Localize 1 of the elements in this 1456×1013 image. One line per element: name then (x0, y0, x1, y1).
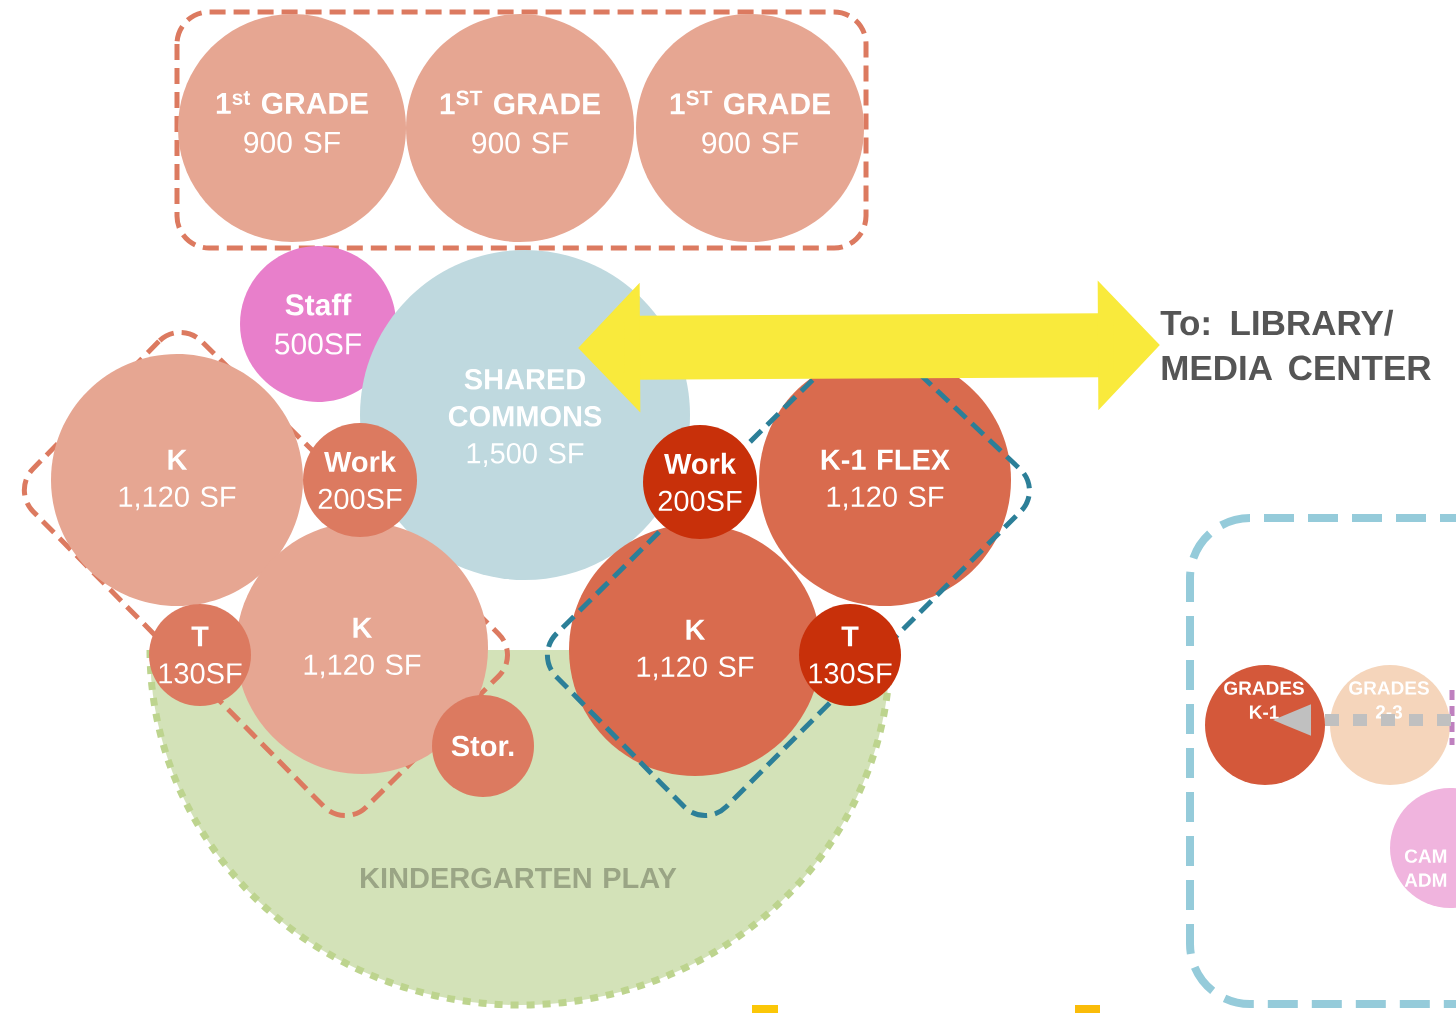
destination-label: To: LIBRARY/ MEDIA CENTER (1160, 309, 1431, 381)
